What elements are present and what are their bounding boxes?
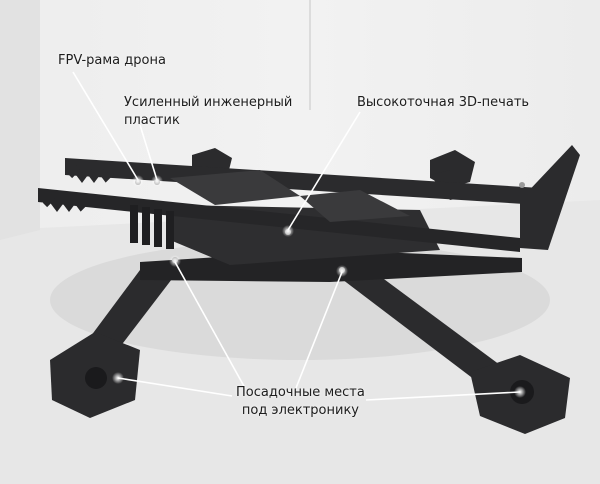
corner-shadow <box>0 0 40 240</box>
callout-mounts-line1: Посадочные места <box>236 385 365 400</box>
callout-electronics-mounts: Посадочные места под электронику <box>236 384 365 420</box>
top-rail <box>65 158 540 205</box>
callout-3d-printing: Высокоточная 3D-печать <box>357 94 529 112</box>
callout-printing-text: Высокоточная 3D-печать <box>357 95 530 110</box>
callout-plastic-line1: Усиленный инженерный <box>124 95 293 110</box>
callout-mounts-line2: под электронику <box>241 403 359 418</box>
callout-fpv-frame: FPV-рама дрона <box>58 52 166 70</box>
rail-cutouts-2 <box>300 190 410 222</box>
tail-fin <box>520 145 580 250</box>
callout-plastic-line2: пластик <box>124 113 180 128</box>
anchor-glows <box>112 175 526 398</box>
lower-arm-left <box>50 270 175 418</box>
callout-fpv-frame-text: FPV-рама дрона <box>58 53 166 68</box>
callout-reinforced-plastic: Усиленный инженерный пластик <box>124 94 292 130</box>
cooling-fins <box>130 205 174 249</box>
rail-cutouts <box>170 170 300 205</box>
front-teeth-lower <box>42 194 90 212</box>
lower-rail <box>38 188 520 252</box>
leader-lines <box>72 71 521 401</box>
front-teeth-upper <box>67 165 115 183</box>
